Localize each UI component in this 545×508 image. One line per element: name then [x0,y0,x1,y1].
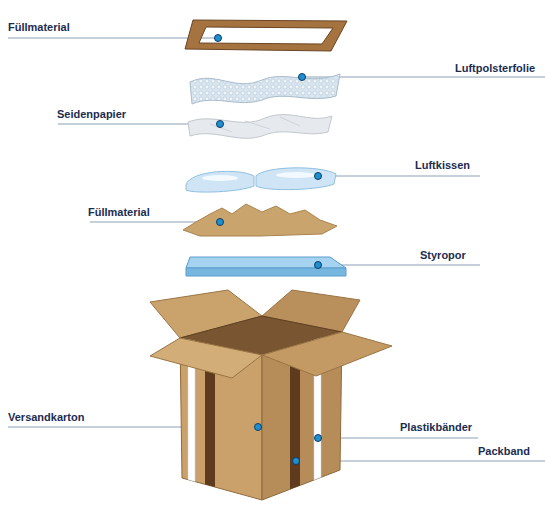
callout-dot [315,262,322,269]
callout-dot [299,74,306,81]
part-label: Plastikbänder [400,421,472,434]
callout-dot [217,219,224,226]
loose-fill [183,204,337,236]
tissue-folds [210,117,300,132]
cushion-highlight [202,175,238,181]
leader-line [318,438,478,439]
tissue-paper [188,115,332,139]
styrofoam-side [186,268,346,276]
cushion-highlight [276,172,316,178]
air-cushion [186,171,254,192]
part-label: Versandkarton [8,411,84,424]
callout-dots [215,35,322,465]
callout-dot [215,35,222,42]
frame-filler [185,20,347,51]
callout-dot [315,435,322,442]
styrofoam-top [186,257,346,268]
bubble-wrap-base [190,74,340,104]
part-label: Packband [478,445,530,458]
part-label: Füllmaterial [88,206,150,219]
air-cushion [256,168,336,190]
callout-dot [293,458,300,465]
part-label: Luftkissen [415,159,470,172]
part-label: Styropor [420,249,466,262]
callout-dot [217,121,224,128]
box-flap [150,338,262,378]
callout-dot [315,173,322,180]
part-label: Luftpolsterfolie [455,62,535,75]
leader-line [318,176,480,177]
leader-line [8,38,218,39]
part-label: Seidenpapier [57,108,126,121]
callout-dot [255,424,262,431]
box-flap [262,332,392,376]
bubble-wrap [190,74,340,104]
part-label: Füllmaterial [8,21,70,34]
